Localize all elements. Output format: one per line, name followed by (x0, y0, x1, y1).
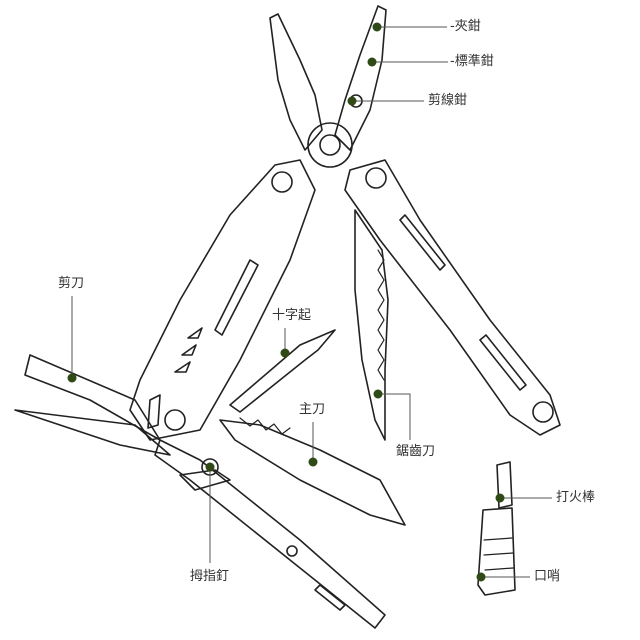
fire-starter (496, 461, 513, 509)
whistle (477, 507, 516, 596)
left-handle (129, 159, 316, 441)
label-standard-pliers: -標準鉗 (450, 54, 494, 69)
label-wire-cutter: 剪線鉗 (428, 93, 468, 108)
label-phillips-screwdriver: 十字起 (272, 308, 312, 323)
screwdriver (229, 329, 336, 413)
serrated-blade (354, 209, 389, 441)
label-clamp-pliers: -夾鉗 (450, 19, 481, 34)
pivot (307, 122, 353, 168)
plier-jaw-left (269, 13, 323, 151)
label-serrated-blade: 鋸齒刀 (396, 444, 436, 459)
label-fire-starter: 打火棒 (556, 490, 596, 505)
label-main-blade: 主刀 (299, 402, 326, 417)
right-handle (344, 159, 561, 436)
lower-tool (154, 439, 386, 629)
label-scissors: 剪刀 (58, 276, 85, 291)
marker-dots (67, 22, 505, 582)
label-whistle: 口哨 (534, 569, 561, 584)
main-blade (219, 419, 406, 526)
label-thumb-stud: 拇指釘 (190, 569, 230, 584)
scissors (24, 354, 161, 441)
